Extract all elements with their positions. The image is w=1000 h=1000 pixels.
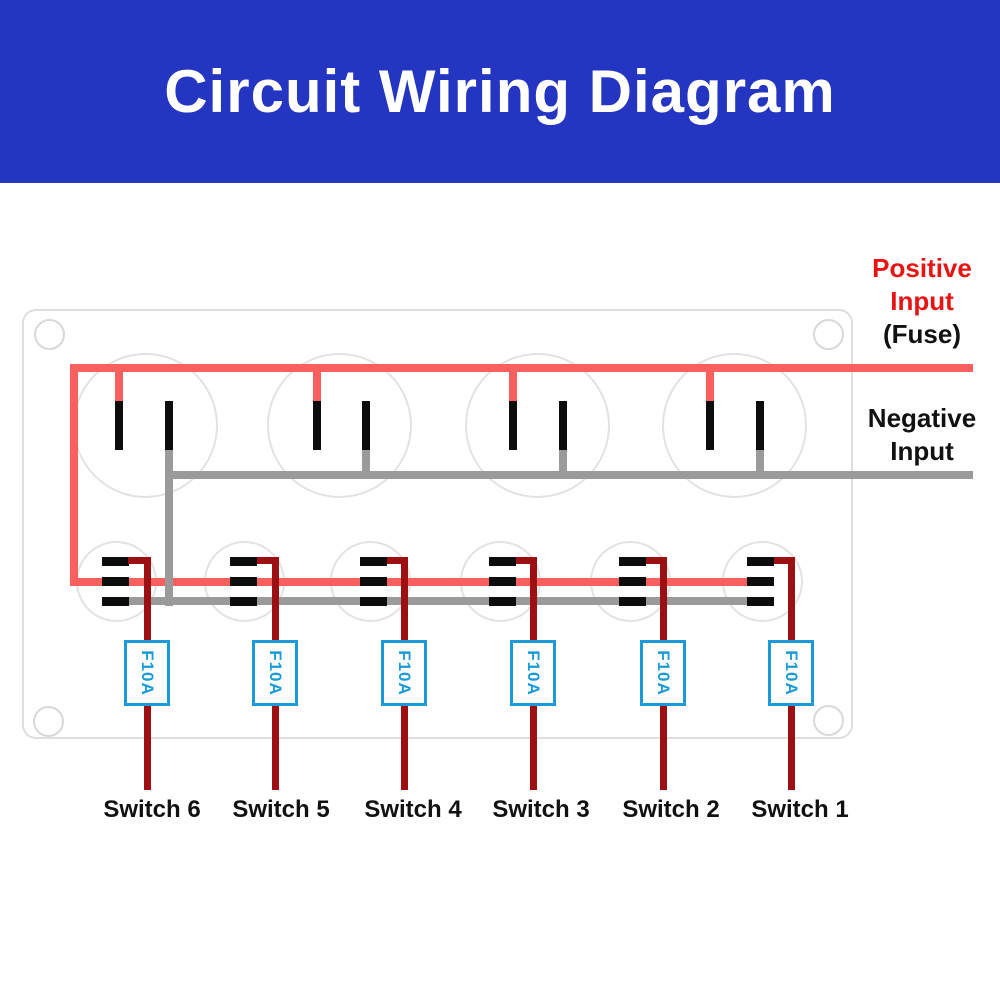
switch-panel-outline	[22, 309, 853, 739]
positive-drop-2-wire	[313, 372, 321, 404]
terminal-2-negative-prong	[362, 401, 370, 450]
positive-input-label: Positive Input (Fuse)	[857, 252, 987, 351]
switch-6-label: Switch 6	[103, 796, 201, 823]
switch-1-negative-prong	[747, 597, 774, 606]
fuse-box-5: F10A	[252, 640, 298, 706]
positive-input-line1: Positive	[872, 253, 972, 283]
negative-drop-2-wire	[362, 449, 370, 479]
fuse-box-4: F10A	[381, 640, 427, 706]
terminal-3-negative-prong	[559, 401, 567, 450]
negative-input-label: Negative Input	[857, 402, 987, 468]
positive-drop-4-wire	[706, 372, 714, 404]
mounting-hole-top-right	[813, 319, 844, 350]
positive-drop-3-wire	[509, 372, 517, 404]
header-banner: Circuit Wiring Diagram	[0, 0, 1000, 183]
switch-3-label: Switch 3	[492, 796, 590, 823]
fuse-box-2: F10A	[640, 640, 686, 706]
terminal-1-positive-prong	[115, 401, 123, 450]
output-2-elbow-wire	[646, 557, 667, 564]
positive-fuse-note: (Fuse)	[883, 319, 961, 349]
fuse-label: F10A	[782, 650, 802, 696]
terminal-1-negative-prong	[165, 401, 173, 450]
positive-bus-top-wire	[70, 364, 973, 372]
terminal-3-positive-prong	[509, 401, 517, 450]
switch-3-positive-prong	[489, 577, 516, 586]
fuse-label: F10A	[524, 650, 544, 696]
mounting-hole-bottom-left	[33, 706, 64, 737]
switch-2-label: Switch 2	[622, 796, 720, 823]
negative-input-line1: Negative	[867, 403, 977, 433]
negative-riser-long-wire	[165, 449, 173, 606]
terminal-circle-3	[465, 353, 610, 498]
switch-5-negative-prong	[230, 597, 257, 606]
terminal-2-positive-prong	[313, 401, 321, 450]
terminal-4-positive-prong	[706, 401, 714, 450]
switch-5-label: Switch 5	[232, 796, 330, 823]
mounting-hole-bottom-right	[813, 705, 844, 736]
switch-1-label: Switch 1	[751, 796, 849, 823]
switch-4-negative-prong	[360, 597, 387, 606]
negative-drop-3-wire	[559, 449, 567, 479]
switch-3-negative-prong	[489, 597, 516, 606]
switch-2-negative-prong	[619, 597, 646, 606]
fuse-label: F10A	[138, 650, 158, 696]
mounting-hole-top-left	[34, 319, 65, 350]
switch-1-positive-prong	[747, 577, 774, 586]
switch-4-positive-prong	[360, 577, 387, 586]
terminal-circle-2	[267, 353, 412, 498]
positive-input-line2: Input	[890, 286, 954, 316]
fuse-label: F10A	[266, 650, 286, 696]
terminal-circle-4	[662, 353, 807, 498]
positive-bus-lower-wire	[70, 578, 770, 586]
positive-drop-1-wire	[115, 372, 123, 404]
output-4-elbow-wire	[387, 557, 408, 564]
switch-1-output-prong	[747, 557, 774, 566]
fuse-box-3: F10A	[510, 640, 556, 706]
switch-4-label: Switch 4	[364, 796, 462, 823]
output-6-elbow-wire	[128, 557, 151, 564]
negative-input-line2: Input	[890, 436, 954, 466]
page-title: Circuit Wiring Diagram	[164, 58, 836, 125]
switch-3-output-prong	[489, 557, 516, 566]
fuse-box-6: F10A	[124, 640, 170, 706]
switch-2-positive-prong	[619, 577, 646, 586]
switch-6-positive-prong	[102, 577, 129, 586]
output-3-elbow-wire	[516, 557, 537, 564]
switch-5-output-prong	[230, 557, 257, 566]
switch-2-output-prong	[619, 557, 646, 566]
fuse-box-1: F10A	[768, 640, 814, 706]
terminal-4-negative-prong	[756, 401, 764, 450]
negative-drop-4-wire	[756, 449, 764, 479]
output-1-elbow-wire	[774, 557, 795, 564]
switch-6-negative-prong	[102, 597, 129, 606]
negative-bus-top-wire	[165, 471, 973, 479]
switch-6-output-prong	[102, 557, 129, 566]
switch-5-positive-prong	[230, 577, 257, 586]
switch-4-output-prong	[360, 557, 387, 566]
output-5-elbow-wire	[257, 557, 279, 564]
negative-bus-lower-wire	[110, 597, 770, 605]
fuse-label: F10A	[395, 650, 415, 696]
fuse-label: F10A	[654, 650, 674, 696]
positive-left-riser-wire	[70, 364, 78, 586]
